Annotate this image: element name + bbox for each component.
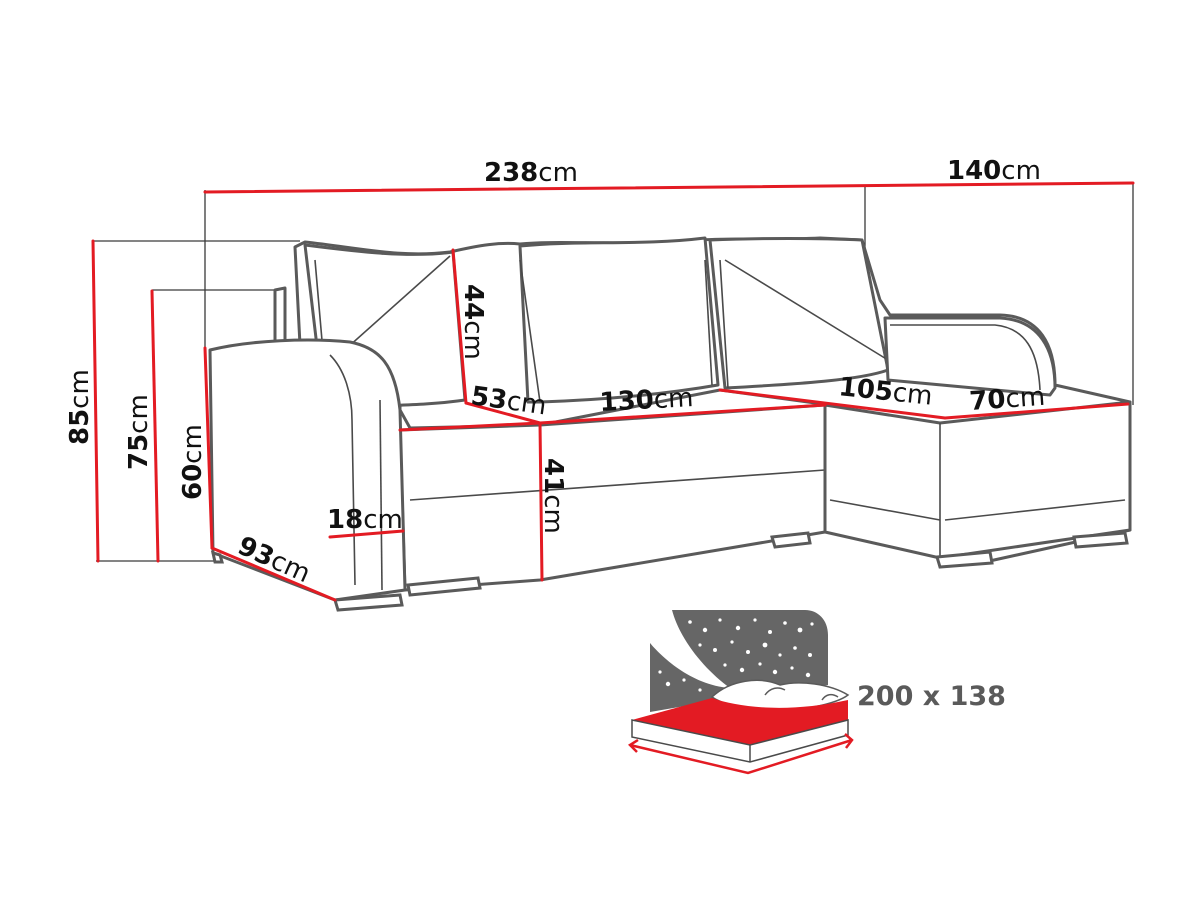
label-backrest-height: 75cm [124, 394, 154, 470]
label-chaise-width: 70cm [968, 382, 1046, 417]
label-seat-depth: 53cm [469, 381, 548, 421]
label-total-height: 85cm [65, 369, 95, 445]
sofa-outline [208, 236, 1132, 612]
label-armrest-height: 60cm [178, 424, 208, 500]
dimension-lines [91, 181, 1135, 602]
label-seat-height: 41cm [538, 458, 568, 534]
label-cushion-height: 44cm [458, 284, 488, 360]
label-seat-width: 130cm [599, 383, 694, 418]
label-chaise-length: 105cm [837, 372, 934, 412]
bed-night-icon [628, 610, 854, 775]
label-chaise-depth: 140cm [947, 156, 1041, 186]
label-armrest-width: 18cm [327, 505, 403, 535]
sleeping-area-label: 200 x 138 [857, 681, 1006, 712]
stars [658, 618, 814, 692]
label-total-width: 238cm [484, 158, 578, 188]
extension-lines [93, 183, 1134, 562]
